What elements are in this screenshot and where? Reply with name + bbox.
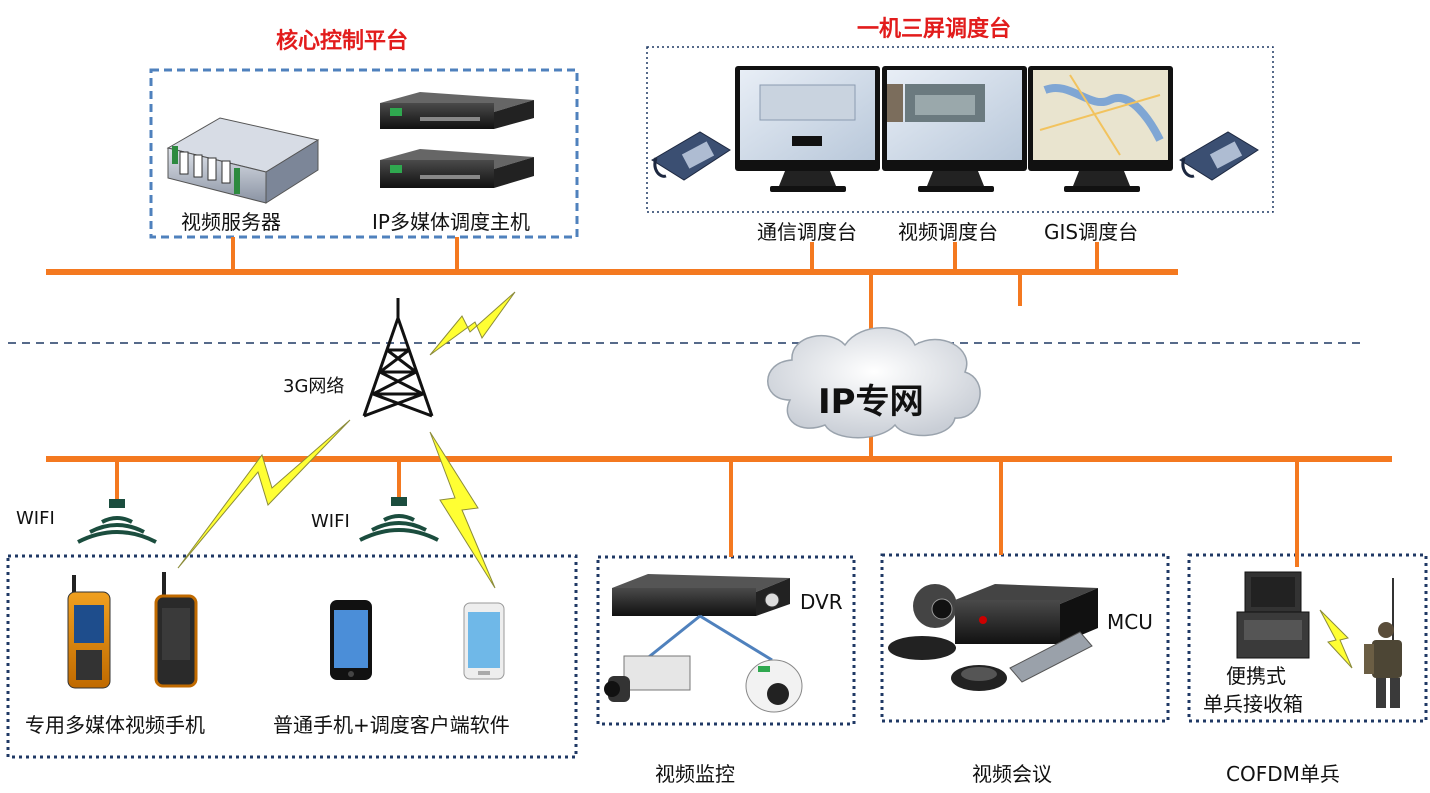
monitor-comm-icon: [735, 66, 880, 192]
conference-caption: 视频会议: [972, 762, 1052, 786]
receiver-case-icon: [1236, 571, 1310, 659]
box-camera-icon: [604, 655, 691, 702]
wifi-right-icon: [359, 497, 439, 542]
ip-host-label: IP多媒体调度主机: [372, 210, 530, 234]
rugged-phone-label: 专用多媒体视频手机: [25, 713, 205, 737]
soldier-icon: [1364, 578, 1402, 708]
core-platform-title: 核心控制平台: [276, 29, 409, 54]
conference-mic-icon: [951, 665, 1007, 691]
wifi-left-label: WIFI: [16, 508, 55, 529]
terminals-box: [6, 554, 578, 759]
wifi-right-label: WIFI: [311, 511, 350, 532]
tower-label: 3G网络: [283, 376, 345, 397]
receiver-label-line1: 便携式: [1226, 664, 1286, 688]
monitor-gis-icon: [1028, 66, 1173, 192]
desk-phone-left-icon: [651, 131, 731, 181]
smartphone-white-icon: [463, 602, 505, 680]
ptz-camera-icon: [888, 584, 957, 660]
lightning-bolts: [177, 291, 1353, 669]
ip-host-bottom-icon: [380, 149, 534, 188]
bolt-lower-left-icon: [177, 419, 351, 569]
comm-console-label: 通信调度台: [757, 220, 857, 244]
cofdm-caption: COFDM单兵: [1226, 762, 1340, 786]
mcu-label: MCU: [1107, 610, 1153, 634]
lower-bus: [46, 428, 1392, 567]
ip-host-top-icon: [380, 92, 534, 129]
core-platform-box: [149, 68, 579, 239]
bolt-cofdm-icon: [1319, 609, 1353, 669]
surveillance-caption: 视频监控: [655, 762, 735, 786]
surveillance-box: [596, 555, 856, 726]
smartphone-label: 普通手机+调度客户端软件: [273, 713, 510, 737]
upper-bus: [46, 237, 1178, 345]
dvr-icon: [612, 574, 790, 616]
receiver-label-line2: 单兵接收箱: [1203, 692, 1303, 716]
wifi-left-icon: [77, 499, 157, 544]
video-console-label: 视频调度台: [898, 220, 998, 244]
bolt-lower-right-icon: [429, 431, 496, 589]
video-server-icon: [166, 117, 320, 204]
conference-box: [880, 553, 1170, 723]
bolt-upper-icon: [429, 291, 516, 356]
dvr-label: DVR: [800, 590, 843, 614]
cofdm-box: [1187, 553, 1428, 723]
mcu-unit-icon: [955, 584, 1098, 644]
rugged-phone-1-icon: [67, 575, 111, 689]
monitor-video-icon: [882, 66, 1027, 192]
smartphone-black-icon: [330, 600, 372, 680]
cell-tower-icon: [362, 298, 434, 418]
desk-phone-right-icon: [1179, 131, 1259, 181]
rugged-phone-2-icon: [154, 572, 198, 688]
gis-console-label: GIS调度台: [1044, 220, 1139, 244]
remote-control-icon: [1009, 631, 1093, 683]
console-title: 一机三屏调度台: [857, 17, 1012, 42]
cloud-label: IP专网: [818, 382, 924, 422]
ip-cloud-icon: [767, 327, 981, 439]
dome-camera-icon: [745, 659, 803, 713]
video-server-label: 视频服务器: [181, 210, 281, 234]
